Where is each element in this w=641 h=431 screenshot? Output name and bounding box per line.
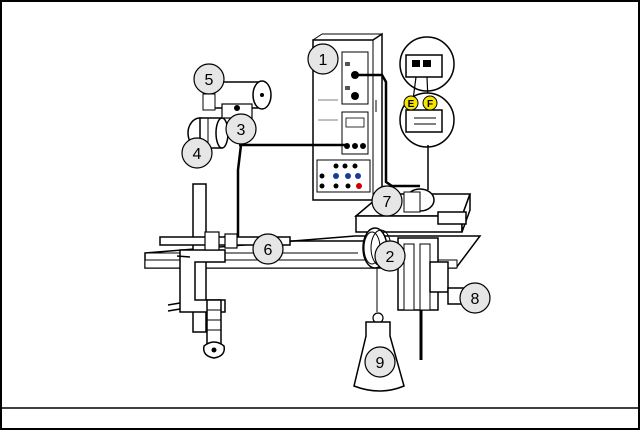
callout-4: 4	[181, 137, 213, 169]
connector-label-e: E	[408, 99, 415, 110]
g-clamp	[167, 183, 226, 359]
connector-badge-e: E	[403, 95, 419, 111]
callout-6: 6	[252, 233, 284, 265]
svg-text:1: 1	[319, 52, 328, 69]
callout-1: 1	[307, 43, 339, 75]
callout-8: 8	[459, 282, 491, 314]
svg-text:4: 4	[193, 146, 202, 163]
callout-7: 7	[371, 185, 403, 217]
svg-text:6: 6	[264, 242, 273, 259]
svg-text:7: 7	[383, 194, 392, 211]
svg-text:9: 9	[376, 355, 385, 372]
callout-2: 2	[374, 240, 406, 272]
svg-text:5: 5	[205, 72, 214, 89]
cables	[236, 73, 420, 240]
svg-text:2: 2	[386, 249, 395, 266]
svg-text:8: 8	[471, 291, 480, 308]
mechanism-body	[397, 237, 449, 360]
holder-rod	[159, 231, 365, 251]
connector-inset-top	[399, 36, 455, 101]
callout-9: 9	[364, 346, 396, 378]
connector-badge-f: F	[422, 95, 438, 111]
callout-3: 3	[225, 113, 257, 145]
drum	[403, 188, 435, 213]
sensor-5	[202, 80, 272, 111]
svg-text:3: 3	[237, 122, 246, 139]
callout-5: 5	[193, 63, 225, 95]
connector-label-f: F	[427, 99, 433, 110]
